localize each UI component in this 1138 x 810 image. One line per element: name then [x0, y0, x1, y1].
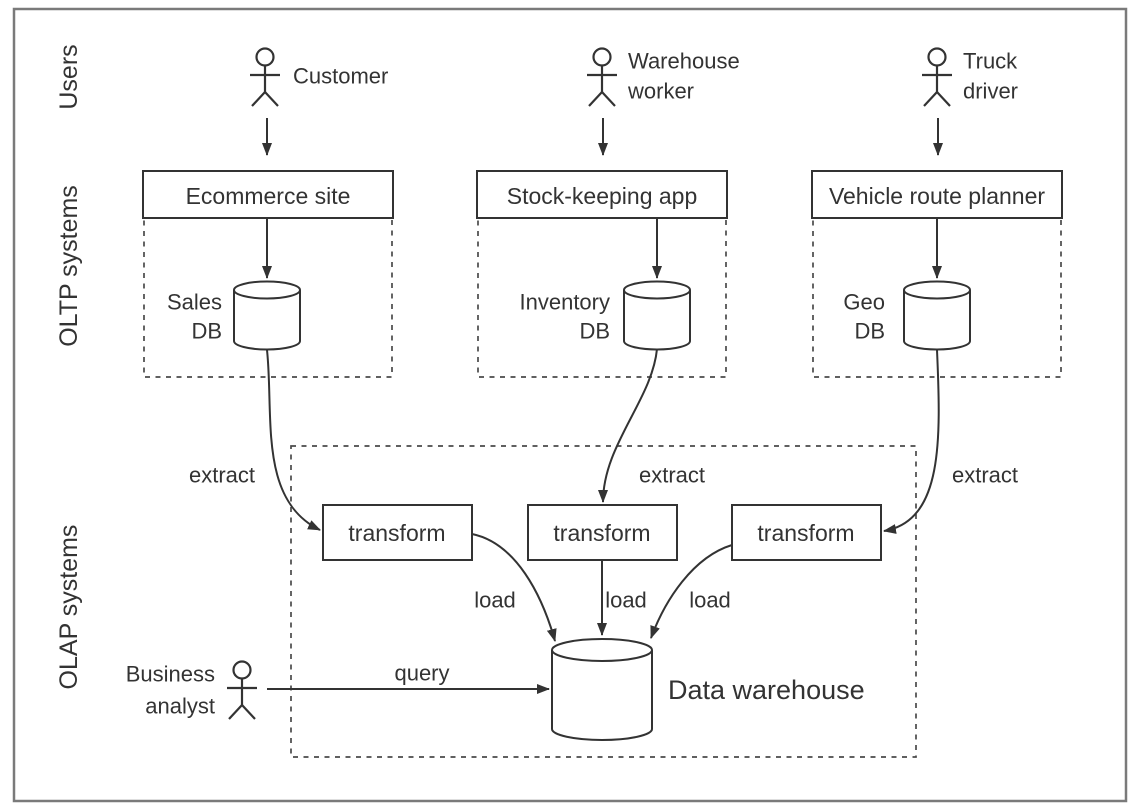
business-analyst-person-icon — [227, 660, 257, 720]
olap-dashed-box — [290, 445, 917, 758]
business-analyst-label-line1: Business — [126, 662, 215, 687]
transform-box-left — [322, 504, 473, 561]
ecommerce-site-label: Ecommerce site — [186, 183, 351, 209]
transform-label-right: transform — [757, 520, 854, 546]
inventory-db-cylinder-icon — [623, 280, 691, 351]
truck-driver-label-line2: driver — [963, 79, 1018, 104]
truck-driver-label-line1: Truck — [963, 49, 1018, 74]
transform-box-middle — [527, 504, 678, 561]
business-analyst-label-line2: analyst — [145, 694, 215, 719]
vehicle-route-planner-label: Vehicle route planner — [829, 183, 1045, 209]
transform-label-left: transform — [348, 520, 445, 546]
arrow-load-right — [650, 544, 733, 639]
arrow-load-left — [471, 533, 557, 642]
inventory-db-label-line1: Inventory — [520, 290, 611, 315]
inventory-db-label-line2: DB — [579, 319, 610, 344]
customer-person-icon — [250, 47, 280, 107]
oltp-dashed-box-sales — [143, 194, 393, 378]
query-label: query — [394, 661, 449, 686]
arrow-extract-inventory — [598, 348, 658, 503]
truck-driver-person-icon — [922, 47, 952, 107]
load-label-right: load — [689, 588, 731, 613]
ecommerce-site-box — [142, 170, 394, 219]
geo-db-cylinder-icon — [903, 280, 971, 351]
geo-db-label-line1: Geo — [843, 290, 885, 315]
sales-db-cylinder-icon — [233, 280, 301, 351]
arrow-extract-geo — [883, 349, 940, 534]
extract-label-middle: extract — [639, 463, 705, 488]
warehouse-worker-label-line1: Warehouse — [628, 49, 740, 74]
sales-db-label-line2: DB — [191, 319, 222, 344]
extract-label-right: extract — [952, 463, 1018, 488]
row-label-olap-systems: OLAP systems — [55, 525, 83, 690]
transform-box-right — [731, 504, 882, 561]
data-warehouse-label: Data warehouse — [668, 675, 865, 705]
load-label-middle: load — [605, 588, 647, 613]
arrow-extract-sales — [266, 349, 321, 531]
sales-db-label-line1: Sales — [167, 290, 222, 315]
vehicle-route-planner-box — [811, 170, 1063, 219]
oltp-dashed-box-geo — [812, 194, 1062, 378]
warehouse-worker-person-icon — [587, 47, 617, 107]
stock-keeping-app-box — [476, 170, 728, 219]
oltp-dashed-box-inventory — [477, 194, 727, 378]
row-label-users: Users — [55, 44, 83, 109]
warehouse-worker-label-line2: worker — [627, 79, 694, 104]
data-warehouse-cylinder-icon — [551, 638, 653, 741]
geo-db-label-line2: DB — [854, 319, 885, 344]
load-label-left: load — [474, 588, 516, 613]
transform-label-middle: transform — [553, 520, 650, 546]
stock-keeping-app-label: Stock-keeping app — [507, 183, 698, 209]
figure-border — [12, 7, 1128, 803]
row-label-oltp-systems: OLTP systems — [55, 185, 83, 347]
extract-label-left: extract — [189, 463, 255, 488]
customer-label: Customer — [293, 64, 388, 89]
